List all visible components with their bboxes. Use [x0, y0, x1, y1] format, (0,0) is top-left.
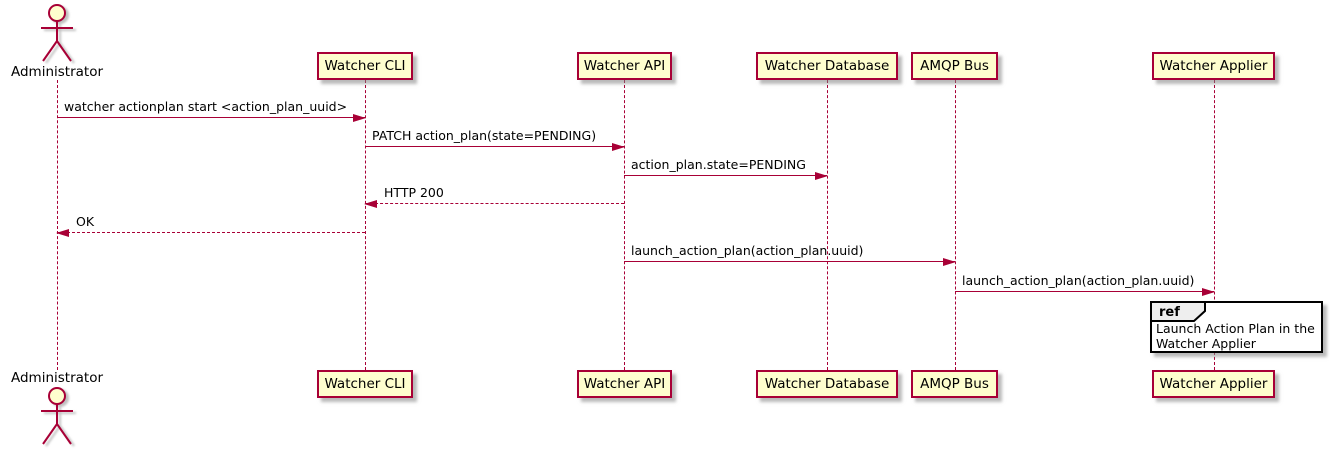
- message-launch-action-plan-amqp: launch_action_plan(action_plan.uuid): [624, 242, 956, 266]
- message-http-200: HTTP 200: [364, 184, 624, 208]
- message-line: [57, 117, 365, 118]
- message-line: [624, 175, 827, 176]
- arrowhead-left-icon: [56, 229, 69, 237]
- participant-watcher-cli-bottom: Watcher CLI: [317, 370, 413, 398]
- message-label: watcher actionplan start <action_plan_uu…: [64, 99, 348, 114]
- message-line: [624, 261, 955, 262]
- message-label: launch_action_plan(action_plan.uuid): [631, 243, 864, 258]
- ref-body-text: Launch Action Plan in the Watcher Applie…: [1156, 321, 1315, 351]
- message-patch-action-plan: PATCH action_plan(state=PENDING): [365, 127, 625, 151]
- participant-watcher-applier-top: Watcher Applier: [1152, 52, 1275, 80]
- message-label: OK: [76, 214, 95, 229]
- message-line: [365, 203, 624, 204]
- participant-amqp-bus-top: AMQP Bus: [911, 52, 998, 80]
- message-label: HTTP 200: [384, 185, 444, 200]
- lifeline-amqp-bus: [955, 80, 956, 370]
- message-actionplan-start: watcher actionplan start <action_plan_uu…: [57, 98, 366, 122]
- ref-fragment: ref Launch Action Plan in the Watcher Ap…: [1150, 301, 1323, 353]
- participant-watcher-applier-bottom: Watcher Applier: [1152, 370, 1275, 398]
- arrowhead-right-icon: [612, 143, 625, 151]
- lifeline-watcher-applier: [1214, 80, 1215, 370]
- message-line: [365, 146, 624, 147]
- participant-watcher-api-bottom: Watcher API: [577, 370, 672, 398]
- ref-keyword-label: ref: [1159, 305, 1180, 320]
- participant-watcher-database-top: Watcher Database: [756, 52, 898, 80]
- ref-keyword-tab: ref: [1150, 301, 1206, 322]
- message-ok: OK: [56, 213, 365, 237]
- arrowhead-right-icon: [1202, 288, 1215, 296]
- message-label: action_plan.state=PENDING: [631, 157, 806, 172]
- lifeline-watcher-cli: [365, 80, 366, 370]
- lifeline-watcher-database: [827, 80, 828, 370]
- lifeline-watcher-api: [624, 80, 625, 370]
- message-launch-action-plan-applier: launch_action_plan(action_plan.uuid): [955, 272, 1215, 296]
- message-label: PATCH action_plan(state=PENDING): [372, 128, 597, 143]
- ref-text-line-2: Watcher Applier: [1156, 336, 1256, 351]
- administrator-actor-icon: [41, 387, 73, 445]
- participant-amqp-bus-bottom: AMQP Bus: [911, 370, 998, 398]
- message-state-pending: action_plan.state=PENDING: [624, 156, 828, 180]
- ref-text-line-1: Launch Action Plan in the: [1156, 321, 1315, 336]
- participant-administrator-top-label: Administrator: [10, 64, 104, 80]
- arrowhead-left-icon: [364, 200, 377, 208]
- lifeline-administrator: [57, 80, 58, 370]
- participant-watcher-database-bottom: Watcher Database: [756, 370, 898, 398]
- participant-administrator-bottom-label: Administrator: [10, 370, 104, 386]
- arrowhead-right-icon: [943, 258, 956, 266]
- administrator-actor-icon: [41, 4, 73, 62]
- participant-watcher-cli-top: Watcher CLI: [317, 52, 413, 80]
- message-label: launch_action_plan(action_plan.uuid): [962, 273, 1195, 288]
- message-line: [57, 232, 365, 233]
- arrowhead-right-icon: [353, 114, 366, 122]
- participant-watcher-api-top: Watcher API: [577, 52, 672, 80]
- message-line: [955, 291, 1214, 292]
- arrowhead-right-icon: [815, 172, 828, 180]
